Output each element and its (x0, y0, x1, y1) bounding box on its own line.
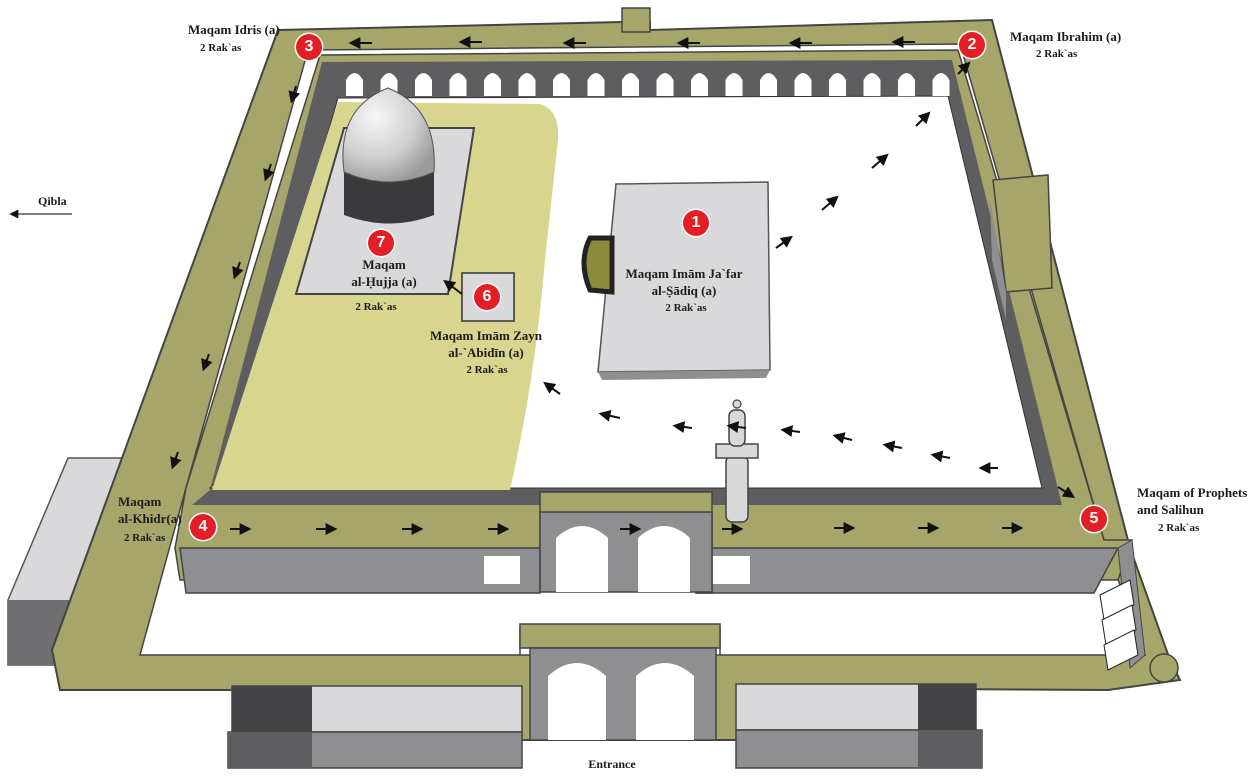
entrance-label: Entrance (588, 757, 636, 771)
wall-arch (932, 73, 950, 96)
wall-arch (484, 73, 501, 96)
wall-arch (415, 73, 432, 96)
station-2-prayer: 2 Rak`as (1036, 48, 1078, 60)
wall-arch (829, 73, 846, 96)
direction-arrow (930, 450, 951, 463)
direction-arrow (726, 421, 747, 433)
wall-arch (587, 73, 605, 96)
platform-imam-jafar-edge (598, 370, 770, 380)
station-5-name-line2: and Salihun (1137, 502, 1204, 517)
dome (342, 87, 435, 183)
tomb-niches (1099, 579, 1139, 671)
inner-gate-arch-left (556, 526, 608, 592)
front-wall-face-left (179, 547, 541, 594)
station-1-prayer: 2 Rak`as (665, 302, 707, 314)
corner-tower-se (1149, 653, 1179, 683)
front-wall-face-right (695, 547, 1120, 594)
wall-arch (346, 73, 363, 96)
station-7-name-line2: al-Ḥujja (a) (351, 274, 417, 289)
window-left (484, 556, 520, 584)
station-2-name: Maqam Ibrahim (a) (1010, 29, 1122, 44)
wall-arch (725, 73, 743, 96)
inner-gate-arch-right (638, 526, 690, 592)
dome-base (344, 168, 434, 224)
wall-arch (622, 73, 639, 96)
front-building-left-face-dark (228, 732, 312, 768)
station-3-badge[interactable]: 3 (296, 34, 322, 60)
wall-arch (656, 73, 674, 96)
station-1-badge[interactable]: 1 (683, 210, 709, 236)
station-4-name: Maqam al-Khidr(a) (118, 493, 182, 527)
direction-arrow (263, 163, 275, 182)
station-5-prayer: 2 Rak`as (1158, 522, 1200, 534)
direction-arrow (288, 85, 301, 104)
wall-arch (518, 73, 536, 96)
direction-arrow (882, 440, 903, 453)
station-6-name: Maqam Imām Zayn al-`Abidīn (a) (430, 327, 542, 361)
station-4-name-line1: Maqam (118, 494, 162, 509)
station-6-name-line1: Maqam Imām Zayn (430, 328, 542, 343)
circulation-arrows (170, 36, 1076, 535)
minaret (715, 399, 759, 523)
wall-arch (691, 73, 708, 96)
east-annex-top (992, 174, 1053, 293)
mihrab (581, 235, 615, 295)
station-4-name-line2: al-Khidr(a) (118, 511, 182, 526)
station-6-badge[interactable]: 6 (474, 284, 500, 310)
station-5-badge[interactable]: 5 (1081, 506, 1107, 532)
direction-arrow (443, 279, 463, 295)
direction-arrow (832, 432, 853, 444)
direction-arrow (232, 261, 244, 280)
wall-arch (863, 73, 881, 96)
north-gate (621, 7, 651, 33)
direction-arrow (1057, 486, 1076, 498)
station-1-name: Maqam Imām Ja`far al-Ṣādiq (a) (626, 265, 743, 299)
station-6-prayer: 2 Rak`as (466, 364, 508, 376)
station-7-name: Maqam al-Ḥujja (a) (351, 256, 416, 290)
front-building-right-dark (918, 684, 976, 730)
station-4-badge[interactable]: 4 (190, 514, 216, 540)
station-7-prayer: 2 Rak`as (355, 301, 397, 313)
direction-arrow (821, 195, 839, 211)
outer-gate-arch-left (548, 663, 606, 740)
direction-arrow (598, 409, 621, 422)
direction-arrow (672, 421, 693, 433)
direction-arrow (170, 451, 182, 470)
front-building-left-dark (232, 686, 312, 732)
station-6-name-line2: al-`Abidīn (a) (448, 345, 524, 360)
station-4-prayer: 2 Rak`as (124, 532, 166, 544)
station-1-name-line1: Maqam Imām Ja`far (625, 266, 743, 281)
station-3-name: Maqam Idris (a) (188, 22, 280, 37)
station-1-name-line2: al-Ṣādiq (a) (651, 283, 717, 298)
station-7-name-line1: Maqam (362, 257, 406, 272)
east-annex-face (990, 200, 1006, 320)
station-5-name: Maqam of Prophets and Salihun (1137, 484, 1247, 518)
outer-gate-top (519, 623, 721, 649)
station-3-prayer: 2 Rak`as (200, 42, 242, 54)
direction-arrow (543, 381, 561, 395)
wall-arch (449, 73, 467, 96)
front-building-right-face-dark (918, 730, 982, 768)
window-right (712, 556, 750, 584)
wall-arch (898, 73, 915, 96)
direction-arrow (201, 353, 213, 372)
station-2-badge[interactable]: 2 (959, 32, 985, 58)
direction-arrow (915, 111, 931, 127)
direction-arrow (780, 425, 801, 437)
prayer-area (212, 102, 559, 490)
direction-arrow (871, 153, 889, 169)
wall-arch (794, 73, 812, 96)
back-wall-arches (346, 73, 950, 96)
direction-arrow (775, 235, 793, 249)
outer-gate-arch-right (636, 663, 694, 740)
station-5-name-line1: Maqam of Prophets (1137, 485, 1248, 500)
direction-arrow (957, 61, 971, 75)
station-7-badge[interactable]: 7 (368, 230, 394, 256)
wall-arch (760, 73, 777, 96)
qibla-label: Qibla (38, 194, 67, 208)
wall-arch (553, 73, 570, 96)
